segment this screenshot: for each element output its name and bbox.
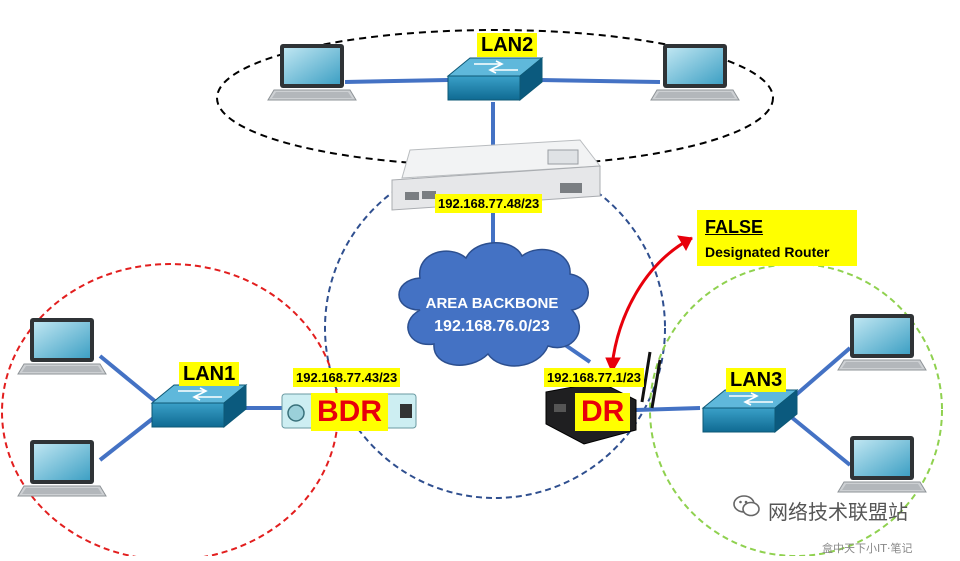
lan1-laptop-bottom bbox=[17, 439, 107, 497]
lan2-laptop-left bbox=[267, 43, 357, 101]
false-dr-arrow bbox=[605, 235, 693, 374]
lan2-laptop-right bbox=[650, 43, 740, 101]
lan2-label: LAN2 bbox=[477, 33, 538, 57]
watermark-subtext: 盒中天下小IT·笔记 bbox=[822, 542, 913, 555]
backbone-subnet: 192.168.76.0/23 bbox=[434, 318, 550, 335]
backbone-cloud bbox=[398, 242, 589, 367]
dr-ip: 192.168.77.1/23 bbox=[544, 368, 644, 387]
bdr-ip: 192.168.77.43/23 bbox=[293, 368, 401, 387]
false-dr-callout: FALSE Designated Router bbox=[697, 210, 857, 266]
callout-title: FALSE bbox=[705, 217, 764, 237]
callout-subtitle: Designated Router bbox=[705, 244, 830, 260]
bdr-role-label: BDR bbox=[311, 393, 388, 431]
core-router-ip: 192.168.77.48/23 bbox=[435, 194, 543, 213]
lan3-laptop-top bbox=[837, 313, 927, 371]
backbone-title: AREA BACKBONE bbox=[425, 295, 559, 312]
lan3-label: LAN3 bbox=[726, 368, 787, 392]
wechat-icon bbox=[733, 495, 760, 517]
lan2-switch bbox=[447, 57, 543, 101]
lan3-laptop-bottom bbox=[837, 435, 927, 493]
lan1-label: LAN1 bbox=[179, 362, 240, 386]
lan1-laptop-top bbox=[17, 317, 107, 375]
lan3-switch bbox=[702, 389, 798, 433]
lan3-area-ring bbox=[649, 263, 943, 557]
lan2-area-ring bbox=[216, 29, 774, 167]
watermark-text: 网络技术联盟站 bbox=[768, 500, 908, 524]
lan1-switch bbox=[151, 384, 247, 428]
dr-role-label: DR bbox=[575, 393, 631, 431]
